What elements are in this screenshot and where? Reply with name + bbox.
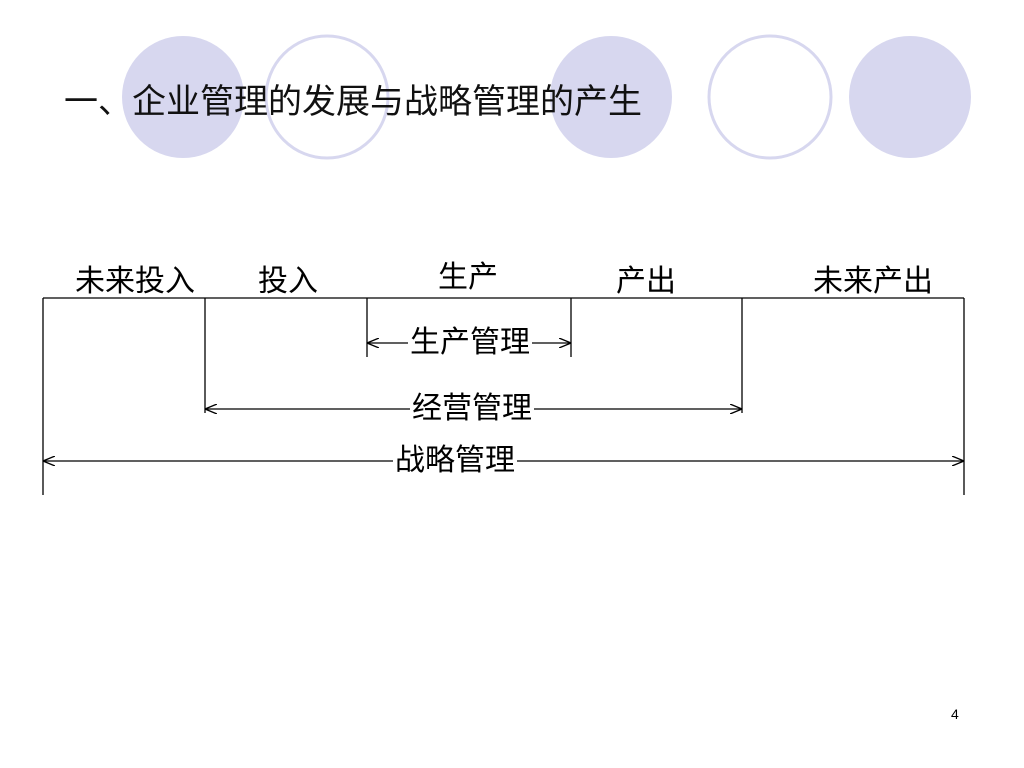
decorative-circles (122, 34, 971, 160)
slide-title: 一、企业管理的发展与战略管理的产生 (64, 82, 642, 122)
ring-circle (264, 34, 390, 160)
span-label-operation-management: 经营管理 (410, 391, 534, 426)
stage-label-future-input: 未来投入 (75, 264, 195, 299)
span-label-strategic-management: 战略管理 (393, 443, 517, 478)
stage-label-production: 生产 (438, 260, 498, 295)
stage-label-output: 产出 (616, 264, 676, 299)
stage-label-input: 投入 (258, 264, 318, 299)
filled-circle (122, 36, 244, 158)
stage-label-future-output: 未来产出 (813, 264, 933, 299)
filled-circle (849, 36, 971, 158)
page-number: 4 (951, 706, 959, 722)
filled-circle (550, 36, 672, 158)
ring-circle (707, 34, 833, 160)
span-label-production-management: 生产管理 (408, 325, 532, 360)
